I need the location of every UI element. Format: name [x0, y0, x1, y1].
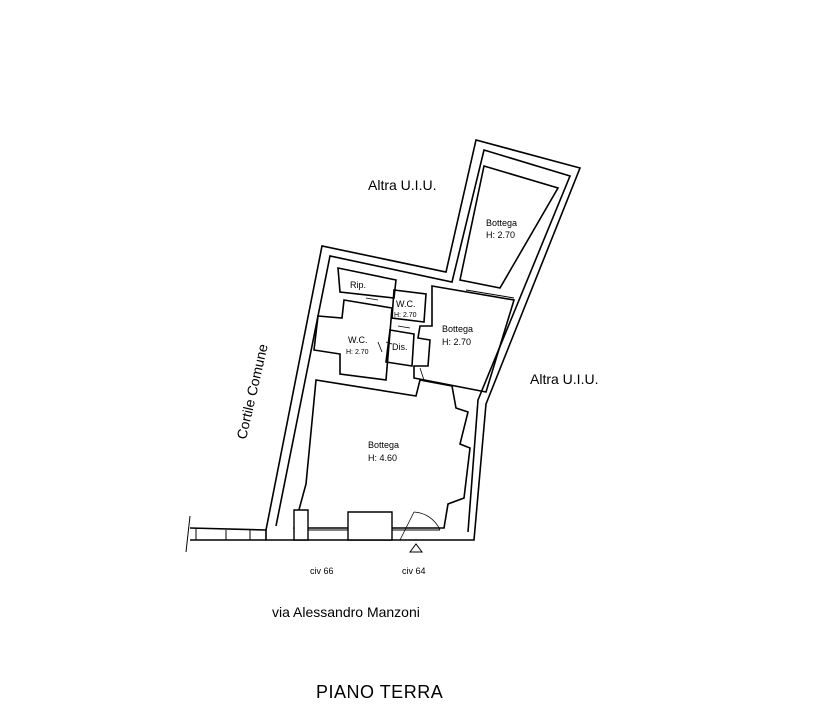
bottega-top-name: Bottega	[486, 218, 517, 228]
label-altra-top: Altra U.I.U.	[368, 177, 436, 193]
wc-left-name: W.C.	[348, 335, 368, 345]
entrance-marker	[409, 543, 423, 553]
room-bottega-top	[459, 164, 560, 299]
bottega-main-height: H: 4.60	[368, 453, 397, 463]
outer-walls	[265, 139, 582, 541]
label-street: via Alessandro Manzoni	[272, 604, 420, 620]
rip-name: Rip.	[350, 280, 366, 290]
label-civ66: civ 66	[310, 566, 334, 576]
street-wall	[185, 515, 267, 553]
bottega-mid-height: H: 2.70	[442, 337, 471, 347]
label-altra-right: Altra U.I.U.	[530, 371, 598, 387]
dis-name: Dis.	[392, 342, 408, 352]
wc-small-name: W.C.	[396, 299, 416, 309]
page-title: PIANO TERRA	[316, 682, 443, 702]
room-bottega-main	[292, 379, 471, 541]
bottega-main-name: Bottega	[368, 440, 399, 450]
bottega-top-height: H: 2.70	[486, 230, 515, 240]
wc-small-height: H: 2.70	[394, 312, 417, 319]
label-civ64: civ 64	[402, 566, 426, 576]
wc-left-height: H: 2.70	[346, 349, 369, 356]
bottega-mid-name: Bottega	[442, 324, 473, 334]
room-service-cluster	[313, 266, 427, 381]
label-cortile: Cortile Comune	[233, 342, 271, 441]
room-bottega-mid	[413, 285, 516, 393]
